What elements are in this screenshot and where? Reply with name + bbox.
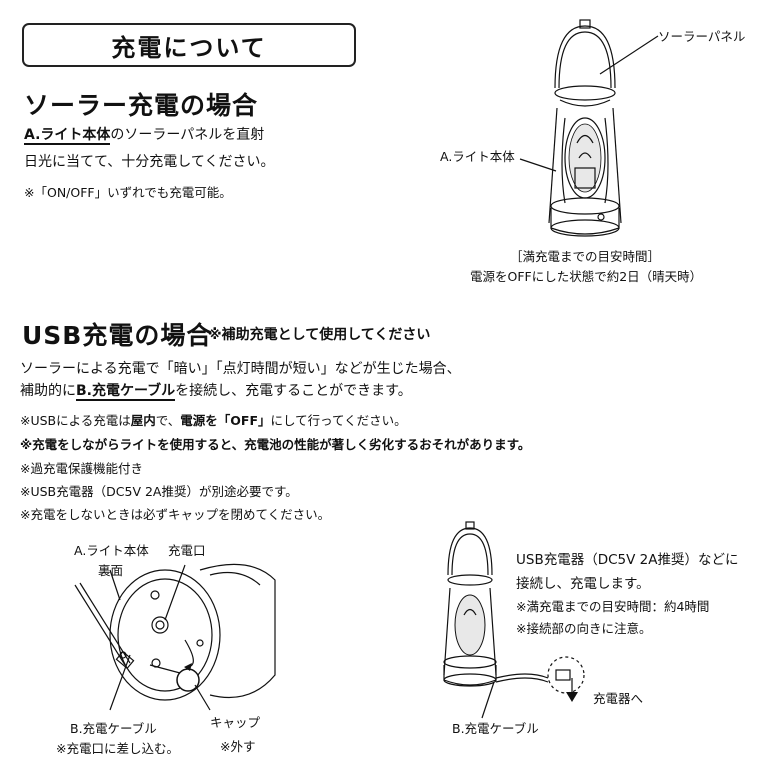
- usb-para2-pre: 補助的に: [20, 383, 76, 399]
- fig-right-text2: 接続し、充電します。: [516, 576, 650, 592]
- fig-left-cap-note: ※外す: [220, 739, 256, 754]
- fig-caption-2: 電源をOFFにした状態で約2日（晴天時）: [470, 269, 703, 284]
- usb-note4: ※USB充電器（DC5V 2A推奨）が別途必要です。: [20, 484, 298, 499]
- solar-note: ※「ON/OFF」いずれでも充電可能。: [24, 185, 232, 200]
- usb-note1-post: にして行ってください。: [270, 413, 407, 428]
- fig-left-cap-label: キャップ: [210, 715, 261, 730]
- usb-para2-post: を接続し、充電することができます。: [175, 383, 412, 399]
- usb-note1-mid: で、: [155, 413, 181, 428]
- fig-right-text1: USB充電器（DC5V 2A推奨）などに: [516, 552, 739, 568]
- solar-panel-leader: [599, 35, 659, 75]
- solar-lantern-illustration: [548, 19, 622, 237]
- fig-left-cable-note: ※充電口に差し込む。: [56, 741, 179, 756]
- usb-para2: 補助的にB.充電ケーブルを接続し、充電することができます。: [20, 380, 412, 401]
- solar-line2: 日光に当てて、十分充電してください。: [24, 154, 275, 170]
- solar-heading: ソーラー充電の場合: [24, 91, 259, 120]
- usb-note5: ※充電をしないときは必ずキャップを閉めてください。: [20, 507, 331, 522]
- usb-note1: ※USBによる充電は屋内で、電源を「OFF」にして行ってください。: [20, 410, 407, 429]
- usb-note1-indoor: 屋内: [130, 413, 156, 428]
- solar-body-leader: [519, 158, 557, 172]
- back-view-illustration: [74, 563, 276, 701]
- solar-body-link: A.ライト本体: [24, 127, 111, 145]
- usb-note3: ※過充電保護機能付き: [20, 461, 143, 476]
- usb-note1-off: 電源を「OFF」: [180, 413, 271, 428]
- fig-left-port-label: 充電口: [168, 543, 206, 558]
- fig-left-back-label: 裏面: [98, 563, 124, 578]
- solar-line1: A.ライト本体のソーラーパネルを直射: [24, 124, 265, 145]
- fig-label-solar-panel: ソーラーパネル: [658, 29, 746, 44]
- fig-right-text4: ※接続部の向きに注意。: [516, 621, 652, 636]
- usb-para1: ソーラーによる充電で「暗い」「点灯時間が短い」などが生じた場合、: [20, 361, 461, 377]
- left-fig-leaders: [109, 564, 211, 711]
- usb-note2: ※充電をしながらライトを使用すると、充電池の性能が著しく劣化するおそれがあります…: [20, 437, 531, 452]
- fig-right-cable-label: B.充電ケーブル: [452, 721, 539, 736]
- usb-heading: USB充電の場合: [22, 321, 213, 350]
- usb-note1-pre: ※USBによる充電は: [20, 413, 131, 428]
- fig-left-cable-label: B.充電ケーブル: [70, 721, 157, 736]
- section-title: 充電について: [22, 23, 356, 67]
- solar-line1-rest: のソーラーパネルを直射: [110, 127, 265, 143]
- fig-right-charger-label: 充電器へ: [593, 691, 644, 706]
- fig-caption-1: ［満充電までの目安時間］: [510, 249, 661, 264]
- fig-right-text3: ※満充電までの目安時間：約4時間: [516, 599, 710, 614]
- fig-left-body-label: A.ライト本体: [74, 543, 149, 558]
- fig-label-light-body: A.ライト本体: [440, 149, 515, 164]
- fig-right-cable-leader: [481, 681, 495, 719]
- usb-cable-link: B.充電ケーブル: [76, 383, 176, 401]
- usb-heading-note: ※補助充電として使用してください: [208, 327, 431, 343]
- usb-lantern-illustration: [443, 521, 585, 702]
